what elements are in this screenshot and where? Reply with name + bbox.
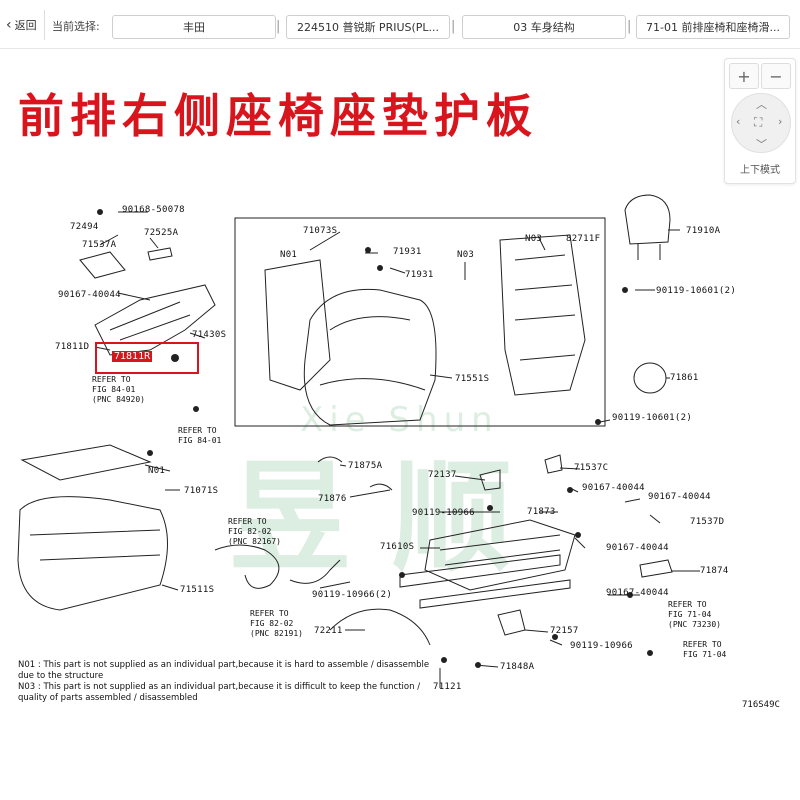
divider (44, 10, 45, 40)
part-label[interactable]: 71931 (393, 247, 422, 257)
part-label[interactable]: 90119-10966 (412, 508, 475, 518)
refer-to-note[interactable]: REFER TO FIG 82-02 (PNC 82167) (228, 517, 281, 546)
cushion-pad-shape (20, 444, 152, 481)
part-label[interactable]: 71876 (318, 494, 347, 504)
part-label[interactable]: 71537A (82, 240, 117, 250)
part-label[interactable]: 71511S (180, 585, 215, 595)
part-label[interactable]: N01 (148, 466, 166, 476)
part-label[interactable]: 90167-40044 (582, 483, 645, 493)
current-selection-label: 当前选择: (52, 20, 100, 33)
layout-mode-button[interactable]: 上下模式 (740, 164, 780, 176)
highlighted-part-label[interactable]: 71811R (112, 351, 153, 362)
part-label[interactable]: 90167-40044 (58, 290, 121, 300)
refer-to-note[interactable]: REFER TO FIG 71-04 (PNC 73230) (668, 600, 721, 629)
center-reset-icon[interactable]: ⛶ (754, 115, 763, 129)
footnote-line: quality of parts assembled / disassemble… (18, 693, 198, 703)
seatback-cushion-shape (303, 288, 437, 426)
part-label[interactable]: 71848A (500, 662, 535, 672)
part-label[interactable]: 71551S (455, 374, 490, 384)
refer-to-note[interactable]: REFER TO FIG 84-01 (PNC 84920) (92, 375, 145, 404)
seatback-group-box (234, 217, 606, 427)
breadcrumb-separator: | (451, 18, 456, 34)
breadcrumb-model[interactable]: 224510 普锐斯 PRIUS(PL... (286, 15, 450, 39)
part-label[interactable]: 72137 (428, 470, 457, 480)
breadcrumb-group[interactable]: 03 车身结构 (462, 15, 626, 39)
page-title: 前排右侧座椅座垫护板 (18, 89, 538, 143)
footnotes: N01 : This part is not supplied as an in… (18, 660, 438, 704)
breadcrumb-brand[interactable]: 丰田 (112, 15, 276, 39)
seatback-frame-shape (499, 234, 586, 396)
footnote-line: N01 : This part is not supplied as an in… (18, 660, 430, 670)
part-label[interactable]: 71537D (690, 517, 725, 527)
part-label[interactable]: 72211 (314, 626, 343, 636)
part-label[interactable]: 71873 (527, 507, 556, 517)
part-label[interactable]: 71931 (405, 270, 434, 280)
highlighted-part-box[interactable] (95, 342, 199, 374)
arrow-left-icon[interactable]: ‹ (736, 115, 741, 128)
seat-cushion-shape (17, 496, 168, 611)
refer-to-note[interactable]: REFER TO FIG 71-04 (683, 640, 727, 659)
pan-pad[interactable]: ︿ ﹀ ‹ › ⛶ (731, 93, 791, 153)
parts-diagram: 90168-50078 72494 71537A 72525A 90167-40… (0, 190, 800, 720)
breadcrumb-section[interactable]: 71-01 前排座椅和座椅滑... (636, 15, 790, 39)
arrow-right-icon[interactable]: › (778, 115, 783, 128)
part-label[interactable]: 72525A (144, 228, 179, 238)
zoom-controls: + − ︿ ﹀ ‹ › ⛶ 上下模式 (724, 58, 796, 184)
watermark-en-text: Xie Shun (300, 400, 499, 440)
part-label[interactable]: 71610S (380, 542, 415, 552)
breadcrumb-separator: | (276, 18, 281, 34)
footnote-line: N03 : This part is not supplied as an in… (18, 682, 421, 692)
footnote-line: due to the structure (18, 671, 104, 681)
part-label[interactable]: 71073S (303, 226, 338, 236)
seatback-pad-shape (264, 259, 331, 391)
part-label[interactable]: 90119-10601(2) (612, 413, 693, 423)
breadcrumb-separator: | (627, 18, 632, 34)
seat-adjuster-shape (424, 519, 576, 591)
part-label[interactable]: N03 (457, 250, 475, 260)
refer-to-note[interactable]: REFER TO FIG 82-02 (PNC 82191) (250, 609, 303, 638)
part-label[interactable]: 90167-40044 (648, 492, 711, 502)
part-label[interactable]: 71071S (184, 486, 219, 496)
diagram-drawing (17, 194, 700, 688)
figure-code: 716S49C (742, 700, 780, 710)
top-toolbar: ‹ 返回 当前选择: 丰田 | 224510 普锐斯 PRIUS(PL... |… (0, 0, 800, 49)
watermark-logo-text: 昱 顺 (230, 449, 512, 588)
refer-to-note[interactable]: REFER TO FIG 84-01 (178, 426, 222, 445)
part-label[interactable]: 71811D (55, 342, 90, 352)
part-label[interactable]: 71861 (670, 373, 699, 383)
part-label[interactable]: 90119-10966 (570, 641, 633, 651)
part-label[interactable]: 71910A (686, 226, 721, 236)
part-label[interactable]: 90119-10601(2) (656, 286, 737, 296)
part-label[interactable]: 72157 (550, 626, 579, 636)
part-label[interactable]: 90167-40044 (606, 588, 669, 598)
part-label[interactable]: 71537C (574, 463, 609, 473)
zoom-in-button[interactable]: + (729, 63, 759, 89)
part-label[interactable]: 90119-10966(2) (312, 590, 393, 600)
arrow-down-icon[interactable]: ﹀ (756, 138, 767, 151)
part-label[interactable]: 90168-50078 (122, 205, 185, 215)
part-label[interactable]: 82711F (566, 234, 601, 244)
back-button[interactable]: ‹ 返回 (6, 14, 37, 36)
part-label[interactable]: 90167-40044 (606, 543, 669, 553)
part-label[interactable]: 71430S (192, 330, 227, 340)
chevron-left-icon: ‹ (6, 17, 12, 33)
arrow-up-icon[interactable]: ︿ (756, 98, 767, 111)
part-label[interactable]: 71875A (348, 461, 383, 471)
part-label[interactable]: N03 (525, 234, 543, 244)
zoom-out-button[interactable]: − (761, 63, 791, 89)
part-label[interactable]: 71121 (433, 682, 462, 692)
part-label[interactable]: 72494 (70, 222, 99, 232)
headrest-shape (624, 194, 671, 245)
back-label: 返回 (14, 19, 37, 32)
part-label[interactable]: 71874 (700, 566, 729, 576)
part-label[interactable]: N01 (280, 250, 298, 260)
